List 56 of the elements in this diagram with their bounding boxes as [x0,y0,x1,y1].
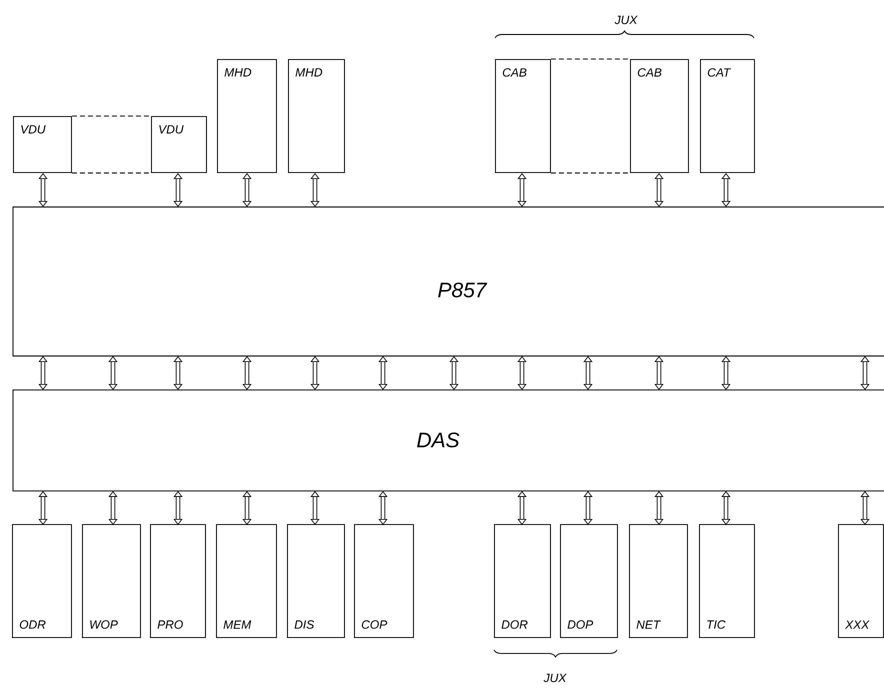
double-arrow [38,173,48,207]
unit-box: CAB [495,59,551,173]
dashed-line [71,172,152,174]
double-arrow [517,173,527,207]
double-arrow [242,173,252,207]
double-arrow [173,356,183,390]
unit-box: MEM [216,524,277,638]
double-arrow [378,356,388,390]
double-arrow [517,491,527,525]
double-arrow [654,356,664,390]
unit-box: MHD [217,59,277,173]
dashed-line [550,58,630,60]
unit-box: TIC [699,524,755,638]
double-arrow [517,356,527,390]
double-arrow [721,173,731,207]
double-arrow [654,491,664,525]
unit-box: CAT [700,59,755,173]
double-arrow [860,356,870,390]
brace-label: JUX [544,674,567,682]
double-arrow [654,173,664,207]
double-arrow [108,491,118,525]
double-arrow [108,356,118,390]
bus-band: P857 [12,206,884,356]
double-arrow [449,356,459,390]
double-arrow [242,491,252,525]
double-arrow [38,491,48,525]
unit-box: XXX [838,524,884,638]
unit-box: ODR [12,524,72,638]
brace-label: JUX [614,16,638,24]
unit-box: VDU [151,116,207,173]
double-arrow [310,356,320,390]
unit-box: MHD [288,59,345,173]
unit-box: DOR [494,524,551,638]
double-arrow [173,491,183,525]
dashed-line [71,116,152,117]
bus-band: DAS [12,390,884,492]
unit-box: PRO [150,524,206,638]
double-arrow [38,356,48,390]
double-arrow [242,356,252,390]
double-arrow [378,491,388,525]
unit-box: WOP [82,524,141,638]
double-arrow [721,491,731,525]
double-arrow [310,173,320,207]
unit-box: DIS [287,524,345,638]
double-arrow [583,491,593,525]
dashed-line [550,172,630,174]
double-arrow [721,356,731,390]
double-arrow [860,491,870,525]
unit-box: VDU [13,116,72,173]
unit-box: CAB [630,59,689,173]
double-arrow [310,491,320,525]
double-arrow [583,356,593,390]
unit-box: NET [629,524,688,638]
double-arrow [173,173,183,207]
unit-box: COP [354,524,414,638]
unit-box: DOP [560,524,618,638]
